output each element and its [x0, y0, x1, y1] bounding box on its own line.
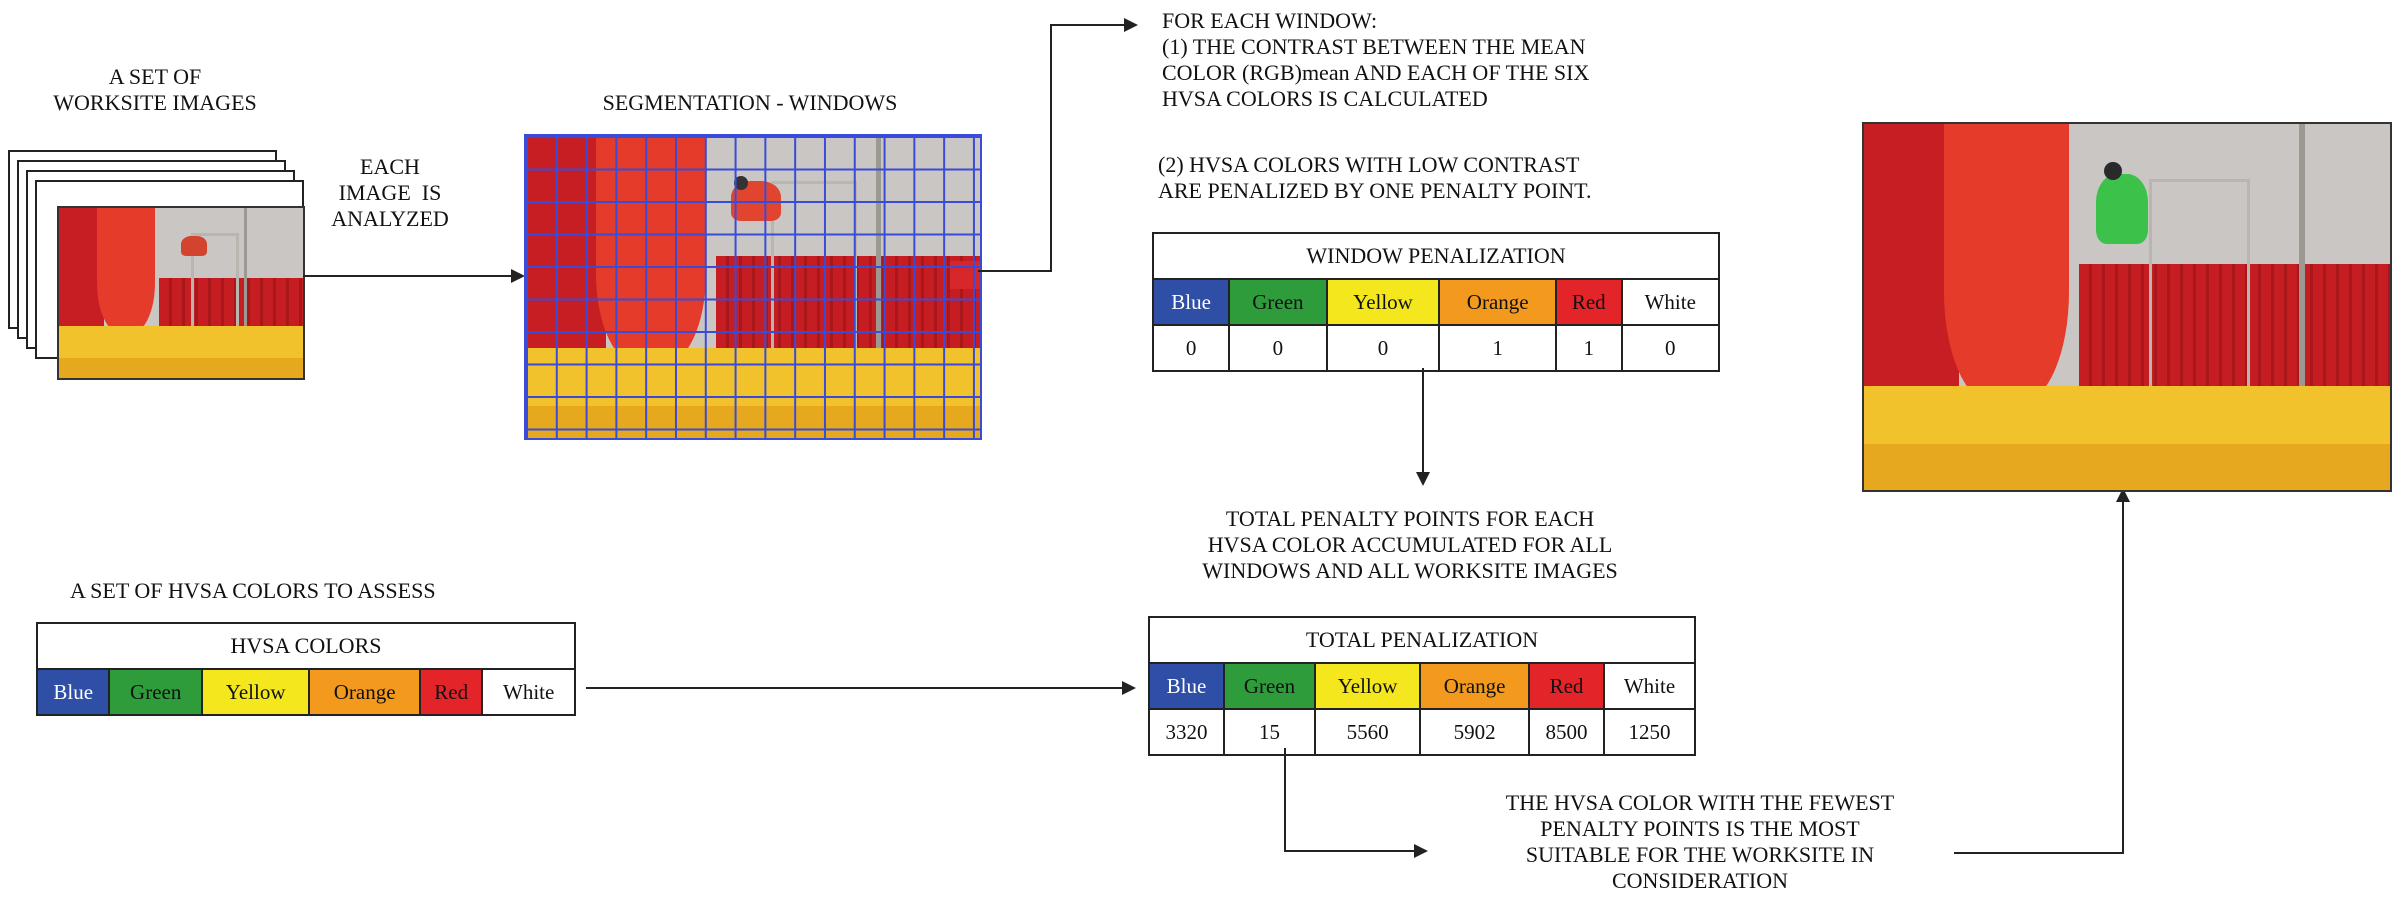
fewest-penalty-line-3: SUITABLE FOR THE WORKSITE IN [1525, 842, 1875, 867]
segmentation-title: SEGMENTATION - WINDOWS [602, 90, 898, 115]
window-value-yellow: 0 [1325, 324, 1441, 372]
window-value-orange: 1 [1438, 324, 1558, 372]
low-contrast-line-2: ARE PENALIZED BY ONE PENALTY POINT. [1158, 178, 1592, 203]
fewest-penalty-line-2: PENALTY POINTS IS THE MOST [1540, 816, 1860, 841]
window-table-value-row: 0 0 0 1 1 0 [1151, 324, 1720, 372]
total-color-orange: Orange [1419, 662, 1530, 710]
total-color-green: Green [1223, 662, 1316, 710]
arrow-window-line-3 [1050, 24, 1124, 26]
hvsa-set-label: A SET OF HVSA COLORS TO ASSESS [70, 578, 436, 603]
window-value-white: 0 [1620, 324, 1720, 372]
arrow-hvsa-to-total-head [1122, 681, 1136, 695]
window-value-blue: 0 [1151, 324, 1231, 372]
arrow-window-line-2 [1050, 24, 1052, 272]
arrow-green-down-line [1284, 748, 1286, 852]
each-image-label-line-3: ANALYZED [331, 206, 449, 231]
arrow-to-result-line-2 [2122, 500, 2124, 854]
hvsa-color-orange: Orange [308, 668, 422, 716]
arrow-green-right-head [1414, 844, 1428, 858]
hvsa-color-green: Green [108, 668, 204, 716]
total-penalization-table: TOTAL PENALIZATION Blue Green Yellow Ora… [1147, 616, 1696, 756]
arrow-hvsa-to-total-line [586, 687, 1122, 689]
total-color-yellow: Yellow [1313, 662, 1422, 710]
for-each-window-text: FOR EACH WINDOW: (1) THE CONTRAST BETWEE… [1162, 8, 1589, 112]
window-color-orange: Orange [1438, 278, 1558, 326]
each-image-label: EACH IMAGE IS ANALYZED [315, 154, 465, 232]
low-contrast-text: (2) HVSA COLORS WITH LOW CONTRAST ARE PE… [1158, 152, 1591, 204]
total-color-white: White [1603, 662, 1696, 710]
worksite-images-label-line-1: A SET OF [108, 64, 202, 89]
total-penalty-line-2: HVSA COLOR ACCUMULATED FOR ALL [1207, 532, 1613, 557]
arrow-down-line [1422, 368, 1424, 474]
window-color-yellow: Yellow [1325, 278, 1441, 326]
for-each-window-line-4: HVSA COLORS IS CALCULATED [1162, 86, 1488, 111]
total-color-red: Red [1527, 662, 1606, 710]
arrow-to-segmentation-line [303, 275, 511, 277]
hvsa-color-red: Red [419, 668, 484, 716]
total-value-green: 15 [1223, 708, 1316, 756]
total-value-white: 1250 [1603, 708, 1696, 756]
for-each-window-line-1: FOR EACH WINDOW: [1162, 8, 1378, 33]
window-value-green: 0 [1228, 324, 1328, 372]
segmented-worksite-image [524, 134, 982, 440]
arrow-green-right-line [1284, 850, 1414, 852]
window-penalization-table: WINDOW PENALIZATION Blue Green Yellow Or… [1151, 232, 1720, 372]
total-color-blue: Blue [1147, 662, 1226, 710]
fewest-penalty-line-4: CONSIDERATION [1612, 868, 1788, 893]
total-penalty-line-1: TOTAL PENALTY POINTS FOR EACH [1225, 506, 1595, 531]
hvsa-table-color-row: Blue Green Yellow Orange Red White [35, 668, 576, 716]
hvsa-colors-table: HVSA COLORS Blue Green Yellow Orange Red… [35, 622, 576, 716]
arrow-to-segmentation-head [511, 269, 525, 283]
window-table-color-row: Blue Green Yellow Orange Red White [1151, 278, 1720, 326]
total-value-red: 8500 [1527, 708, 1606, 756]
arrow-window-line-1 [978, 270, 1050, 272]
arrow-to-result-line-1 [1954, 852, 2124, 854]
low-contrast-line-1: (2) HVSA COLORS WITH LOW CONTRAST [1158, 152, 1580, 177]
each-image-label-line-2: IMAGE IS [338, 180, 442, 205]
total-penalty-text: TOTAL PENALTY POINTS FOR EACH HVSA COLOR… [1120, 506, 1700, 584]
total-value-orange: 5902 [1419, 708, 1530, 756]
each-image-label-line-1: EACH [360, 154, 420, 179]
worksite-images-label-line-2: WORKSITE IMAGES [53, 90, 257, 115]
window-color-red: Red [1555, 278, 1623, 326]
window-color-green: Green [1228, 278, 1328, 326]
total-table-value-row: 3320 15 5560 5902 8500 1250 [1147, 708, 1696, 756]
total-penalty-line-3: WINDOWS AND ALL WORKSITE IMAGES [1202, 558, 1618, 583]
worksite-images-label: A SET OF WORKSITE IMAGES [40, 64, 270, 116]
arrow-down-head [1416, 472, 1430, 486]
fewest-penalty-line-1: THE HVSA COLOR WITH THE FEWEST [1505, 790, 1895, 815]
total-value-blue: 3320 [1147, 708, 1226, 756]
result-worksite-image [1862, 122, 2392, 492]
total-table-title: TOTAL PENALIZATION [1148, 616, 1696, 664]
for-each-window-line-3-text: COLOR (RGB)mean AND EACH OF THE SIX [1162, 60, 1590, 85]
window-table-title: WINDOW PENALIZATION [1152, 232, 1720, 280]
window-value-red: 1 [1555, 324, 1623, 372]
worksite-image-thumbnail [57, 206, 305, 380]
hvsa-color-blue: Blue [35, 668, 111, 716]
for-each-window-line-3: COLOR (RGB)mean AND EACH OF THE SIX [1162, 60, 1589, 86]
hvsa-table-title: HVSA COLORS [36, 622, 576, 670]
arrow-window-head [1124, 18, 1138, 32]
hvsa-color-white: White [481, 668, 576, 716]
total-value-yellow: 5560 [1313, 708, 1422, 756]
total-table-color-row: Blue Green Yellow Orange Red White [1147, 662, 1696, 710]
for-each-window-line-2: (1) THE CONTRAST BETWEEN THE MEAN [1162, 34, 1586, 59]
hvsa-color-yellow: Yellow [201, 668, 311, 716]
window-color-white: White [1620, 278, 1720, 326]
fewest-penalty-text: THE HVSA COLOR WITH THE FEWEST PENALTY P… [1430, 790, 1970, 894]
window-color-blue: Blue [1151, 278, 1231, 326]
window-grid [526, 136, 980, 438]
